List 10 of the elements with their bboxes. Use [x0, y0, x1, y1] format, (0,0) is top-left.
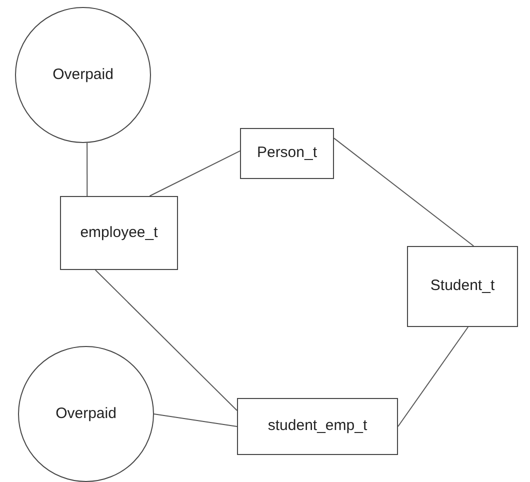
- entity-box: Person_t: [240, 128, 334, 179]
- connector-line: [154, 414, 238, 427]
- connector-line: [334, 138, 474, 246]
- entity-box: student_emp_t: [237, 398, 398, 455]
- entity-box: employee_t: [60, 196, 178, 270]
- connector-line: [398, 326, 469, 427]
- entity-box: Student_t: [407, 246, 518, 327]
- connector-line: [149, 150, 240, 196]
- connector-line: [86, 142, 88, 196]
- connector-line: [94, 270, 238, 412]
